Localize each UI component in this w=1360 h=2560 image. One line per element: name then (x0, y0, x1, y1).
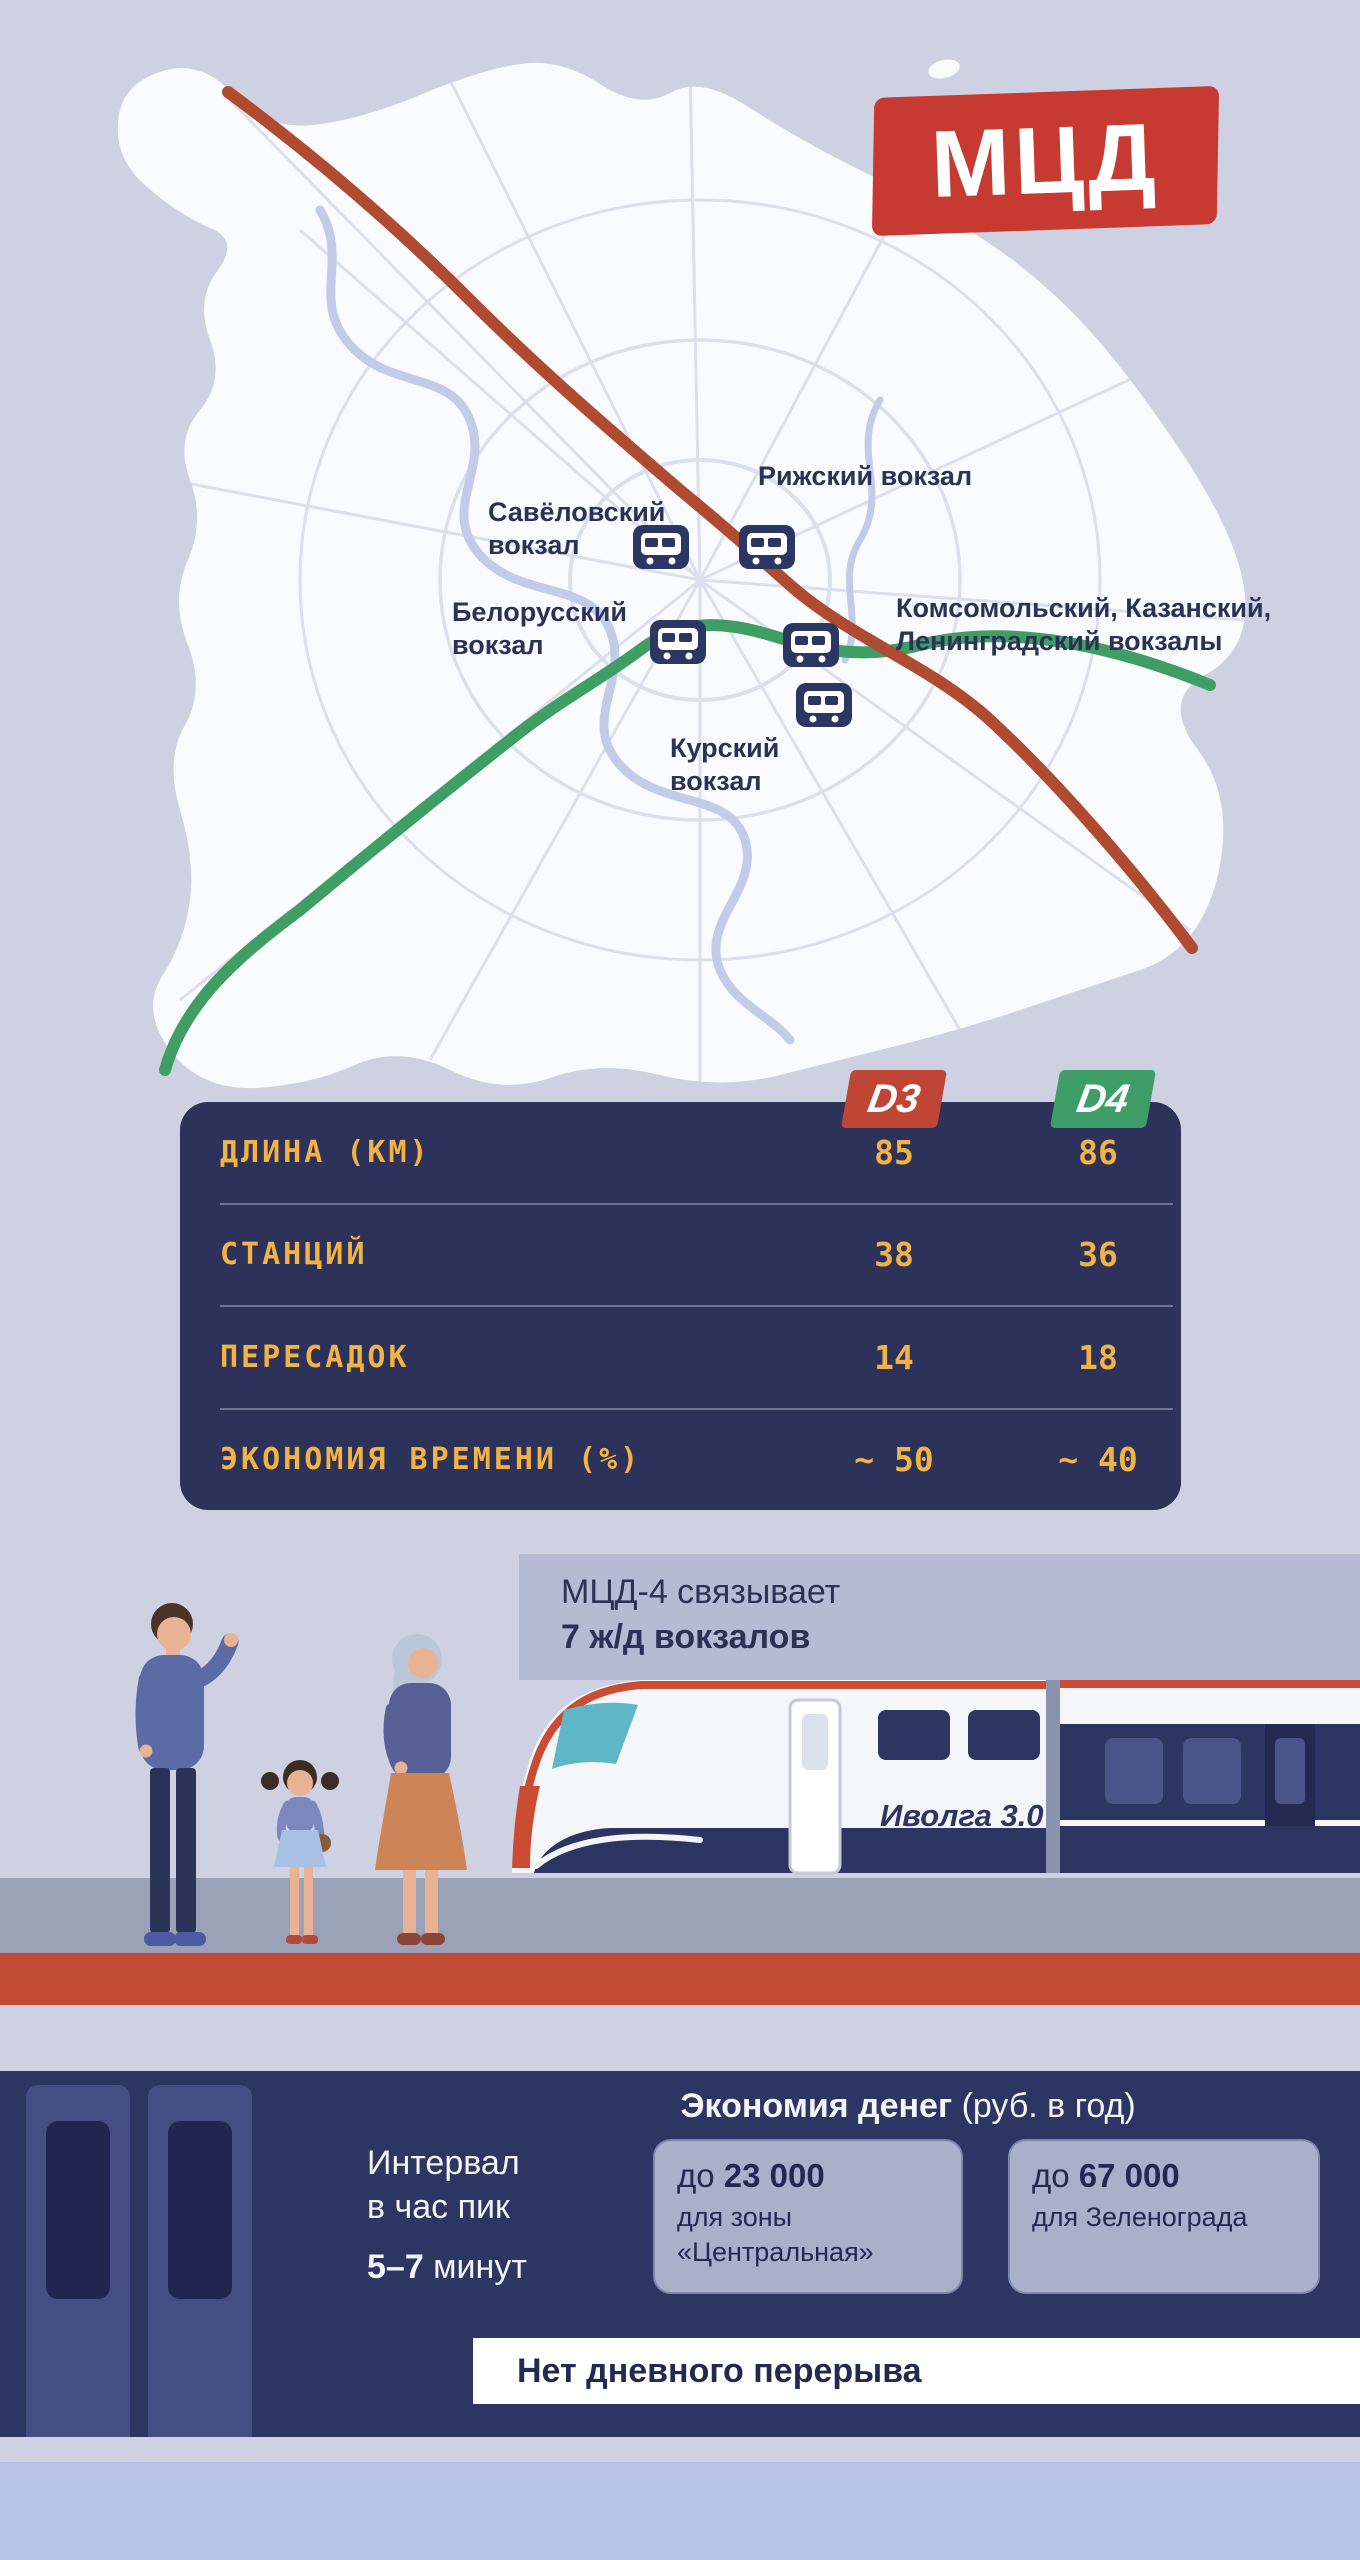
station-label-belorussky: Белорусский вокзал (452, 597, 627, 660)
row-value-d4: 86 (1078, 1132, 1118, 1172)
train-icon (796, 683, 852, 727)
interval-line2: в час пик (367, 2188, 510, 2227)
card-desc-line1: для Зеленограда (1032, 2202, 1248, 2232)
interval-unit: минут (423, 2248, 527, 2287)
savings-card-zelenograd: до 67 000 для Зеленограда (1008, 2139, 1320, 2294)
row-value-d4: 18 (1078, 1337, 1118, 1377)
card-amount-line: до 23 000 (677, 2157, 939, 2195)
footer-strip (0, 2462, 1360, 2560)
platform (0, 1878, 1360, 1953)
mcd-logo: МЦД (871, 85, 1220, 237)
card-desc-line1: для зоны (677, 2202, 793, 2232)
row-label: ПЕРЕСАДОК (220, 1339, 410, 1375)
table-row: ДЛИНА (КМ) 85 86 (220, 1102, 1173, 1205)
amount-prefix: до (677, 2157, 724, 2194)
row-value-d3: 85 (874, 1132, 914, 1172)
stats-table: ДЛИНА (КМ) 85 86 СТАНЦИЙ 38 36 ПЕРЕСАДОК… (180, 1102, 1181, 1510)
savings-title-bold: Экономия денег (680, 2087, 953, 2125)
station-label-savyolovsky: Савёловский вокзал (488, 497, 666, 560)
row-label: ЭКОНОМИЯ ВРЕМЕНИ (%) (220, 1442, 642, 1478)
table-row: СТАНЦИЙ 38 36 (220, 1205, 1173, 1307)
no-break-text: Нет дневного перерыва (517, 2351, 922, 2390)
row-value-d4: ~ 40 (1058, 1440, 1138, 1480)
savings-title: Экономия денег (руб. в год) (653, 2087, 1163, 2126)
metro-line-d4 (159, 619, 1216, 1076)
river (315, 205, 884, 1045)
amount-prefix: до (1032, 2157, 1079, 2194)
door-window (46, 2121, 110, 2299)
no-break-banner: Нет дневного перерыва (473, 2338, 1360, 2404)
girl-figure (261, 1760, 339, 1944)
metro-line-d3 (222, 86, 1198, 954)
row-label: ДЛИНА (КМ) (220, 1134, 431, 1170)
card-description: для Зеленограда (1032, 2200, 1296, 2235)
ivolga-train-illustration: Иволга 3.0 (512, 1680, 1360, 1875)
column-badge-d3: D3 (840, 1070, 948, 1128)
amount-value: 23 000 (723, 2157, 825, 2194)
caption-line2: 7 ж/д вокзалов (561, 1617, 811, 1656)
mcd-logo-text: МЦД (929, 103, 1162, 218)
train-icon (739, 525, 795, 569)
door-window (168, 2121, 232, 2299)
card-desc-line2: «Центральная» (677, 2236, 874, 2267)
man-figure (135, 1603, 239, 1946)
platform-edge (0, 1953, 1360, 2005)
savings-card-central: до 23 000 для зоны «Центральная» (653, 2139, 963, 2294)
table-row: ЭКОНОМИЯ ВРЕМЕНИ (%) ~ 50 ~ 40 (220, 1410, 1173, 1511)
woman-figure (375, 1634, 467, 1945)
savings-title-rest: (руб. в год) (952, 2087, 1136, 2125)
train-icon (783, 623, 839, 667)
train-car-rear (1046, 1680, 1360, 1873)
column-badge-d4: D4 (1049, 1070, 1157, 1128)
mcd4-caption: МЦД-4 связывает 7 ж/д вокзалов (519, 1554, 1360, 1680)
card-description: для зоны «Центральная» (677, 2200, 939, 2269)
small-island (928, 59, 960, 79)
row-value-d4: 36 (1078, 1235, 1118, 1275)
train-icon (650, 620, 706, 664)
train-model-label: Иволга 3.0 (880, 1798, 1044, 1833)
station-label-rizhsky: Рижский вокзал (758, 461, 973, 491)
table-row: ПЕРЕСАДОК 14 18 (220, 1307, 1173, 1410)
interval-line1: Интервал (367, 2144, 520, 2182)
interval-value: 5–7 (367, 2248, 424, 2287)
station-label-komsomolsky: Комсомольский, Казанский, Ленинградский … (896, 593, 1272, 656)
card-amount-line: до 67 000 (1032, 2157, 1296, 2195)
amount-value: 67 000 (1078, 2157, 1180, 2194)
bottom-panel: Интервал в час пик 5–7 минут Экономия де… (0, 2071, 1360, 2437)
row-value-d3: 14 (874, 1337, 914, 1377)
train-car-front: Иволга 3.0 (512, 1680, 1046, 1875)
row-value-d3: ~ 50 (854, 1440, 934, 1480)
train-door-illustration (26, 2085, 130, 2437)
row-label: СТАНЦИЙ (220, 1237, 368, 1273)
windshield (552, 1702, 638, 1769)
interval-value-line: 5–7 минут (367, 2245, 527, 2289)
caption-line1: МЦД-4 связывает (561, 1573, 841, 1611)
train-door-illustration (148, 2085, 252, 2437)
station-label-kursky: Курский вокзал (670, 733, 780, 796)
interval-block: Интервал в час пик 5–7 минут (367, 2141, 527, 2290)
row-value-d3: 38 (874, 1235, 914, 1275)
